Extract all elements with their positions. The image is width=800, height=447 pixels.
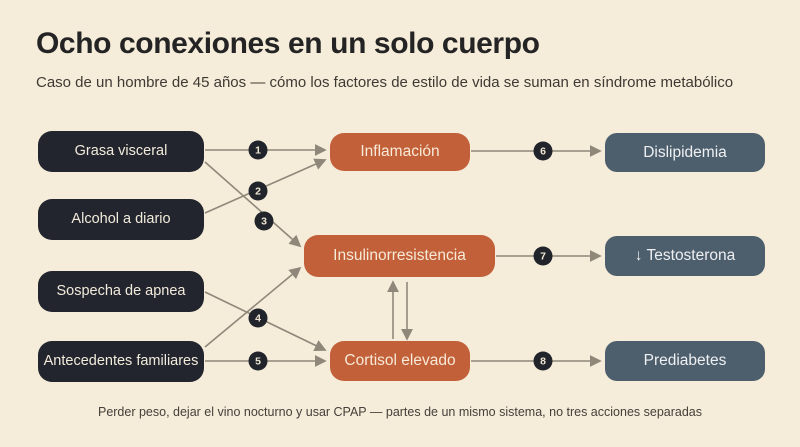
connection-badge-1: 1 bbox=[248, 140, 268, 160]
node-prediabetes: Prediabetes bbox=[605, 341, 765, 381]
node-label: ↓ Testosterona bbox=[634, 247, 736, 265]
node-inflamacion: Inflamación bbox=[330, 133, 470, 171]
node-cortisol-elevado: Cortisol elevado bbox=[330, 341, 470, 381]
node-antecedentes-familiares: Antecedentes familiares bbox=[38, 341, 204, 382]
node-label: Sospecha de apnea bbox=[56, 282, 186, 299]
page-title: Ocho conexiones en un solo cuerpo bbox=[36, 27, 540, 60]
node-sospecha-apnea: Sospecha de apnea bbox=[38, 271, 204, 312]
connection-badge-2: 2 bbox=[248, 181, 268, 201]
connection-badge-7: 7 bbox=[533, 246, 553, 266]
node-label: Alcohol a diario bbox=[71, 210, 171, 227]
node-grasa-visceral: Grasa visceral bbox=[38, 131, 204, 172]
node-label: Cortisol elevado bbox=[344, 352, 456, 370]
node-label: Insulinorresistencia bbox=[333, 247, 466, 265]
node-label: Dislipidemia bbox=[643, 143, 727, 161]
connection-badge-6: 6 bbox=[533, 141, 553, 161]
node-testosterona: ↓ Testosterona bbox=[605, 236, 765, 276]
connection-badge-5: 5 bbox=[248, 351, 268, 371]
connection-badge-4: 4 bbox=[248, 308, 268, 328]
node-dislipidemia: Dislipidemia bbox=[605, 133, 765, 172]
connection-badge-8: 8 bbox=[533, 351, 553, 371]
page-subtitle: Caso de un hombre de 45 años — cómo los … bbox=[36, 74, 734, 91]
connection-line-grasa-visceral-to-insulinorresistencia bbox=[204, 161, 302, 248]
connection-line-antecedentes-familiares-to-insulinorresistencia bbox=[204, 266, 302, 348]
node-label: Grasa visceral bbox=[74, 142, 168, 159]
connection-badge-3: 3 bbox=[254, 211, 274, 231]
node-label: Inflamación bbox=[360, 143, 440, 161]
node-label: Antecedentes familiares bbox=[43, 352, 199, 369]
node-alcohol-diario: Alcohol a diario bbox=[38, 199, 204, 240]
footer-note: Perder peso, dejar el vino nocturno y us… bbox=[97, 405, 702, 419]
node-label: Prediabetes bbox=[643, 352, 727, 370]
node-insulinorresistencia: Insulinorresistencia bbox=[304, 235, 495, 277]
